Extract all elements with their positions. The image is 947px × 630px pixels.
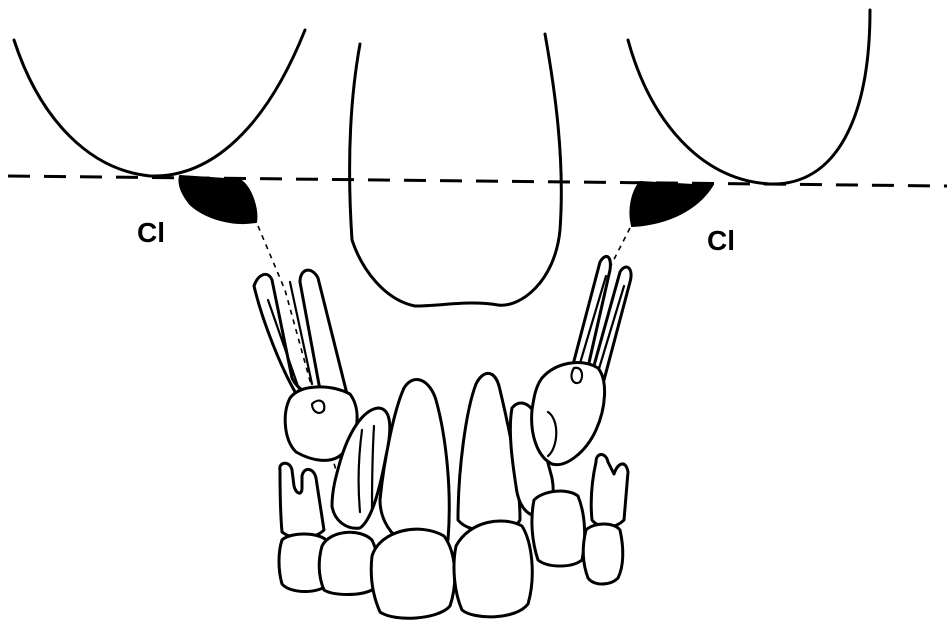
right-marker [630,182,712,226]
right-deciduous-molar [583,524,623,584]
left-orbit-outline [14,30,305,176]
right-canine [532,256,631,464]
label-right: Cl [707,225,735,256]
left-marker [179,176,256,223]
right-orbit-outline [628,10,870,184]
right-deciduous-central [454,521,532,617]
left-central-incisor [380,379,449,540]
right-premolar [591,455,628,527]
label-left: Cl [137,217,165,248]
right-deciduous-lateral [532,491,585,566]
nasal-cavity-outline [350,34,562,306]
left-deciduous-canine [319,532,378,594]
left-premolar [280,463,324,538]
left-deciduous-lateral [371,529,455,618]
left-canine [254,270,357,460]
right-canine-crown [532,363,605,465]
